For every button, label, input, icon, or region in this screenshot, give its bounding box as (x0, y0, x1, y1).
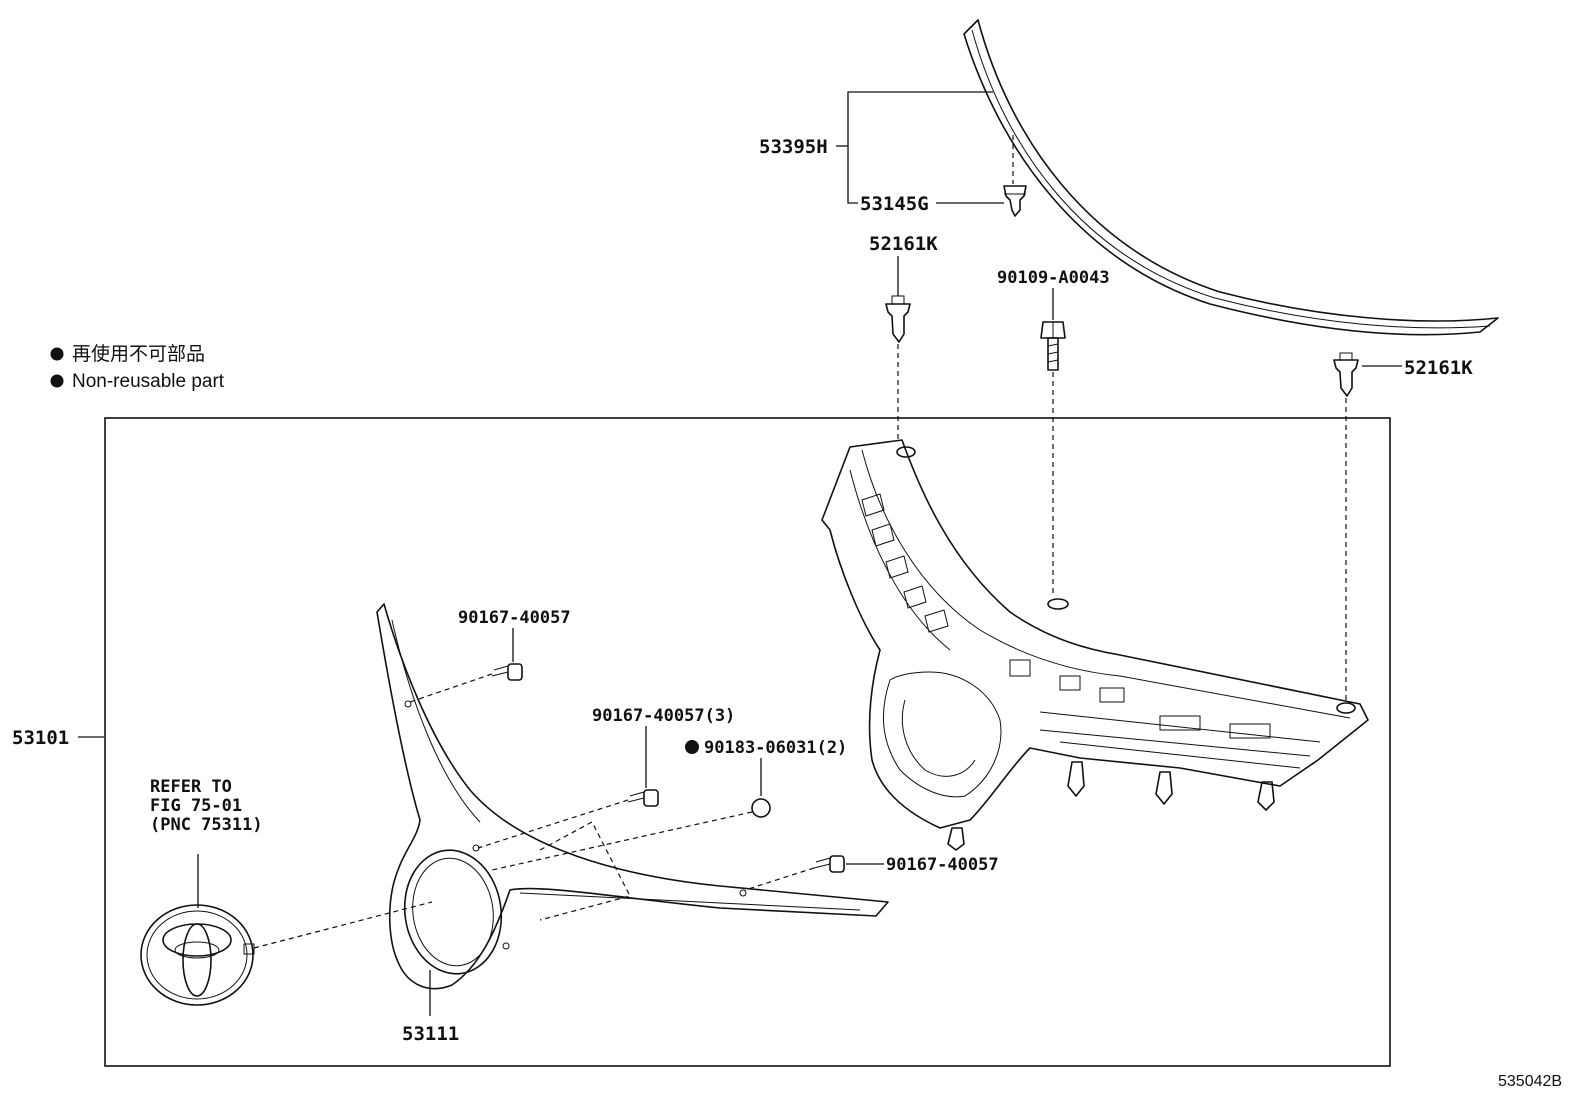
label-90167-40057-b: 90167-40057(3) (592, 706, 735, 726)
label-90167-40057-c: 90167-40057 (886, 855, 999, 875)
clip-53145g (1003, 185, 1027, 217)
dash-bracket (539, 821, 631, 921)
label-90109-a0043: 90109-A0043 (997, 268, 1110, 288)
refer-line-1: REFER TO (150, 777, 232, 797)
dash-90167-c (744, 867, 815, 891)
legend-bullet-jp (50, 347, 64, 361)
label-90167-40057-a: 90167-40057 (458, 608, 571, 628)
label-52161k-top: 52161K (869, 233, 938, 255)
screw-90167-40057-a (491, 663, 523, 681)
bolt-90109-a0043 (1040, 321, 1066, 371)
screw-90167-40057-b (627, 789, 659, 807)
label-53111: 53111 (402, 1023, 459, 1045)
emblem-bezel (376, 603, 889, 990)
nut-90183-06031 (751, 798, 771, 818)
label-53145g: 53145G (860, 193, 929, 215)
screw-90167-40057-c (813, 855, 845, 873)
clip-52161k-top (885, 295, 911, 343)
dash-90183 (491, 811, 753, 871)
legend-en: Non-reusable part (72, 371, 225, 392)
dash-90167-a (409, 673, 493, 703)
label-53101: 53101 (12, 727, 69, 749)
dash-90167-b (477, 799, 629, 849)
toyota-emblem (140, 904, 255, 1006)
label-53395h: 53395H (759, 136, 828, 158)
assembly-box (104, 417, 1391, 1067)
grille-frame (821, 439, 1369, 851)
refer-line-2: FIG 75-01 (150, 796, 242, 816)
clip-52161k-right (1333, 352, 1359, 397)
label-90183-06031: 90183-06031(2) (704, 738, 847, 758)
label-52161k-right: 52161K (1404, 357, 1473, 379)
non-reusable-mark (685, 740, 699, 754)
leader-53395h (847, 91, 993, 204)
dash-emblem (253, 901, 433, 949)
legend-bullet-en (50, 374, 64, 388)
figure-code: 535042B (1498, 1073, 1562, 1090)
upper-molding (963, 19, 1499, 336)
refer-line-3: (PNC 75311) (150, 815, 263, 835)
legend-jp: 再使用不可部品 (72, 343, 205, 365)
